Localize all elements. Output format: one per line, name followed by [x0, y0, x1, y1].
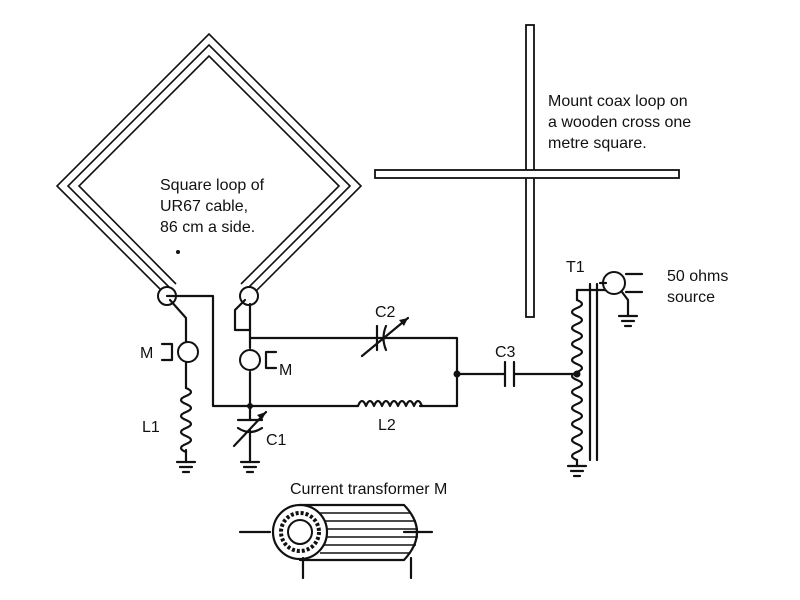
inductor-l1	[179, 386, 193, 454]
ground-symbol-source	[617, 314, 639, 328]
coax-square-loop	[55, 32, 363, 295]
capacitor-c1	[232, 410, 268, 450]
current-transformer-detail	[238, 503, 434, 580]
label-m-right: M	[279, 362, 292, 379]
capacitor-c3	[455, 360, 579, 388]
label-c1: C1	[266, 432, 287, 449]
label-t1: T1	[566, 259, 585, 276]
transformer-t1	[570, 282, 612, 468]
junction-dot-c1	[247, 403, 253, 409]
label-source-line-1: 50 ohms	[667, 268, 728, 285]
loop-note-dot	[176, 250, 180, 254]
ground-symbol-c1	[239, 460, 261, 474]
label-m-left: M	[140, 345, 153, 362]
label-l1: L1	[142, 419, 160, 436]
mount-note-line-3: metre square.	[548, 135, 647, 152]
loop-note-line-3: 86 cm a side.	[160, 219, 255, 236]
label-c3: C3	[495, 344, 516, 361]
label-source-line-2: source	[667, 289, 715, 306]
mount-note-line-2: a wooden cross one	[548, 114, 691, 131]
loop-note-line-2: UR67 cable,	[160, 198, 248, 215]
current-transformer-m-right	[239, 349, 278, 371]
mount-note-line-1: Mount coax loop on	[548, 93, 688, 110]
ground-symbol-t1	[566, 464, 588, 478]
label-c2: C2	[375, 304, 396, 321]
inductor-l2	[356, 399, 424, 408]
label-l2: L2	[378, 417, 396, 434]
source-connector	[598, 271, 644, 318]
label-current-transformer: Current transformer M	[290, 481, 447, 498]
wooden-cross	[374, 24, 680, 318]
right-branch-wiring	[233, 298, 459, 464]
current-transformer-m-left	[160, 341, 199, 363]
capacitor-c2	[360, 316, 410, 358]
left-branch-wiring	[165, 294, 252, 464]
loop-note-line-1: Square loop of	[160, 177, 265, 194]
ground-symbol-l1	[175, 460, 197, 474]
